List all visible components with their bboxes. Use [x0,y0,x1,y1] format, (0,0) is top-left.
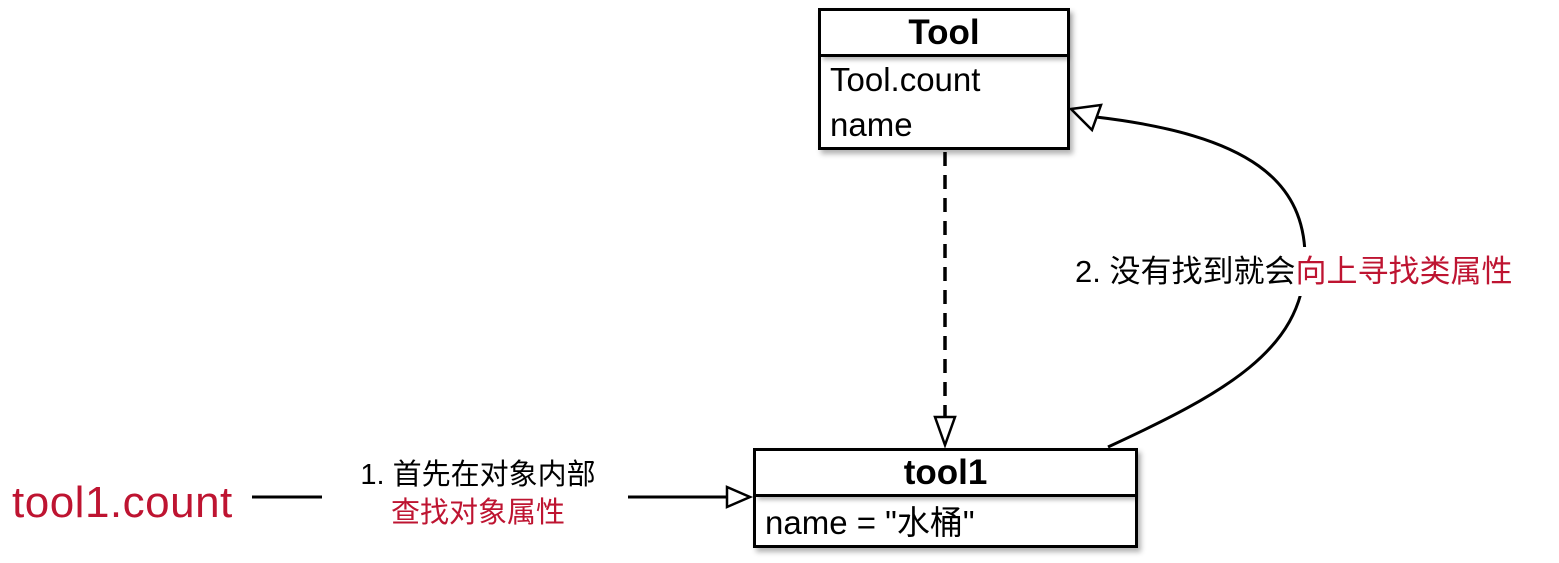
instance-box-title: tool1 [756,451,1135,497]
step1-line2: 查找对象属性 [390,497,565,529]
step1-arrowhead-icon [725,485,754,509]
step2-highlight: 向上寻找类属性 [1295,254,1513,289]
step2-prefix: 2. 没有找到就会 [1075,254,1296,289]
class-attribute-row: name [830,105,913,143]
step1-annotation: 1. 首先在对象内部 查找对象属性 [330,456,626,532]
dashed-arrowhead-icon [933,415,957,449]
arc-arrowhead-icon [1068,103,1103,133]
expression-label: tool1.count [12,478,233,527]
instance-attribute-row: name = "水桶" [765,503,975,541]
instance-box-tool1: tool1 name = "水桶" [753,448,1138,548]
step2-annotation: 2. 没有找到就会向上寻找类属性 [1061,247,1527,296]
class-box-title: Tool [821,11,1067,57]
step1-line1: 1. 首先在对象内部 [360,459,596,491]
class-attribute-row: Tool.count [830,60,981,98]
class-box-tool: Tool Tool.count name [818,8,1070,150]
